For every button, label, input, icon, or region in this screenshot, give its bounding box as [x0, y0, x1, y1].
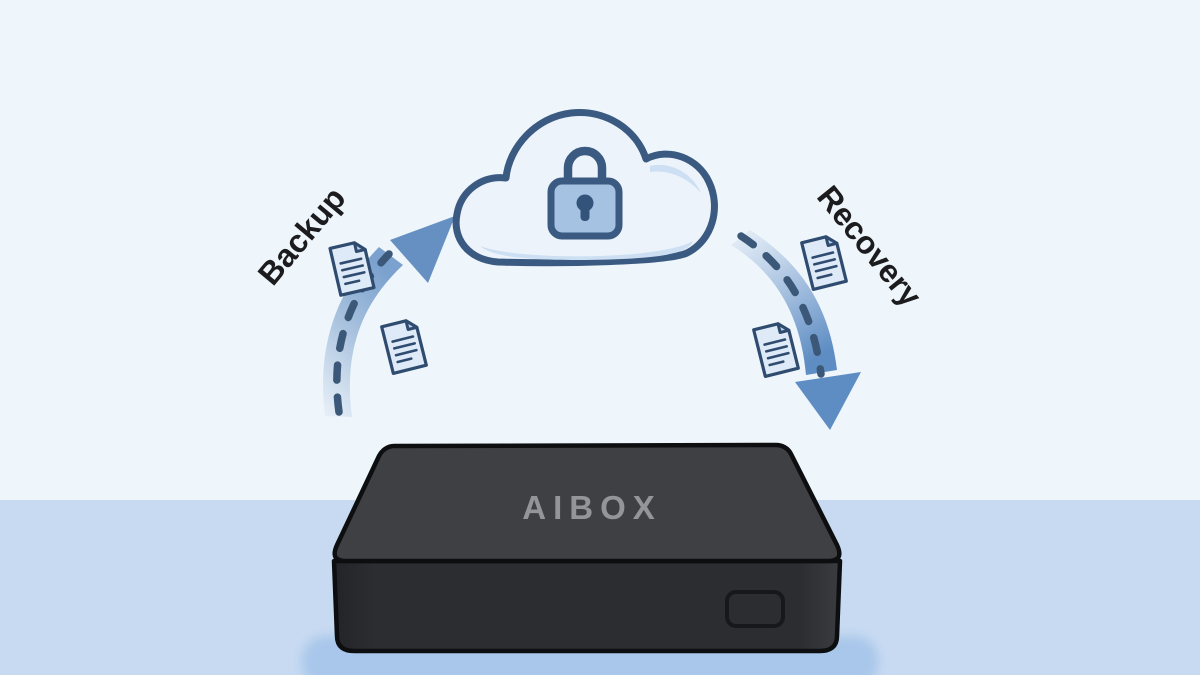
lock-keyhole-stem — [580, 205, 590, 221]
backup-arrow-band — [323, 247, 403, 417]
aibox-device: AIBOX — [331, 442, 843, 654]
backup-arrow-icon — [323, 216, 455, 417]
cloud-bottom-shade — [480, 241, 693, 260]
cloud-icon — [452, 109, 718, 267]
device-label: AIBOX — [522, 489, 662, 526]
recovery-arrowhead — [795, 372, 861, 430]
lock-icon — [547, 146, 623, 240]
backup-arrowhead — [390, 216, 455, 283]
device-front-button — [725, 590, 785, 628]
cloud-right-shade — [650, 164, 701, 193]
recovery-arrow-icon — [731, 230, 861, 430]
lock-keyhole — [576, 194, 594, 212]
device-top-face — [332, 442, 842, 564]
lock-shackle — [563, 146, 607, 186]
device-front-face — [331, 558, 843, 654]
recovery-dashed-path — [737, 232, 825, 378]
